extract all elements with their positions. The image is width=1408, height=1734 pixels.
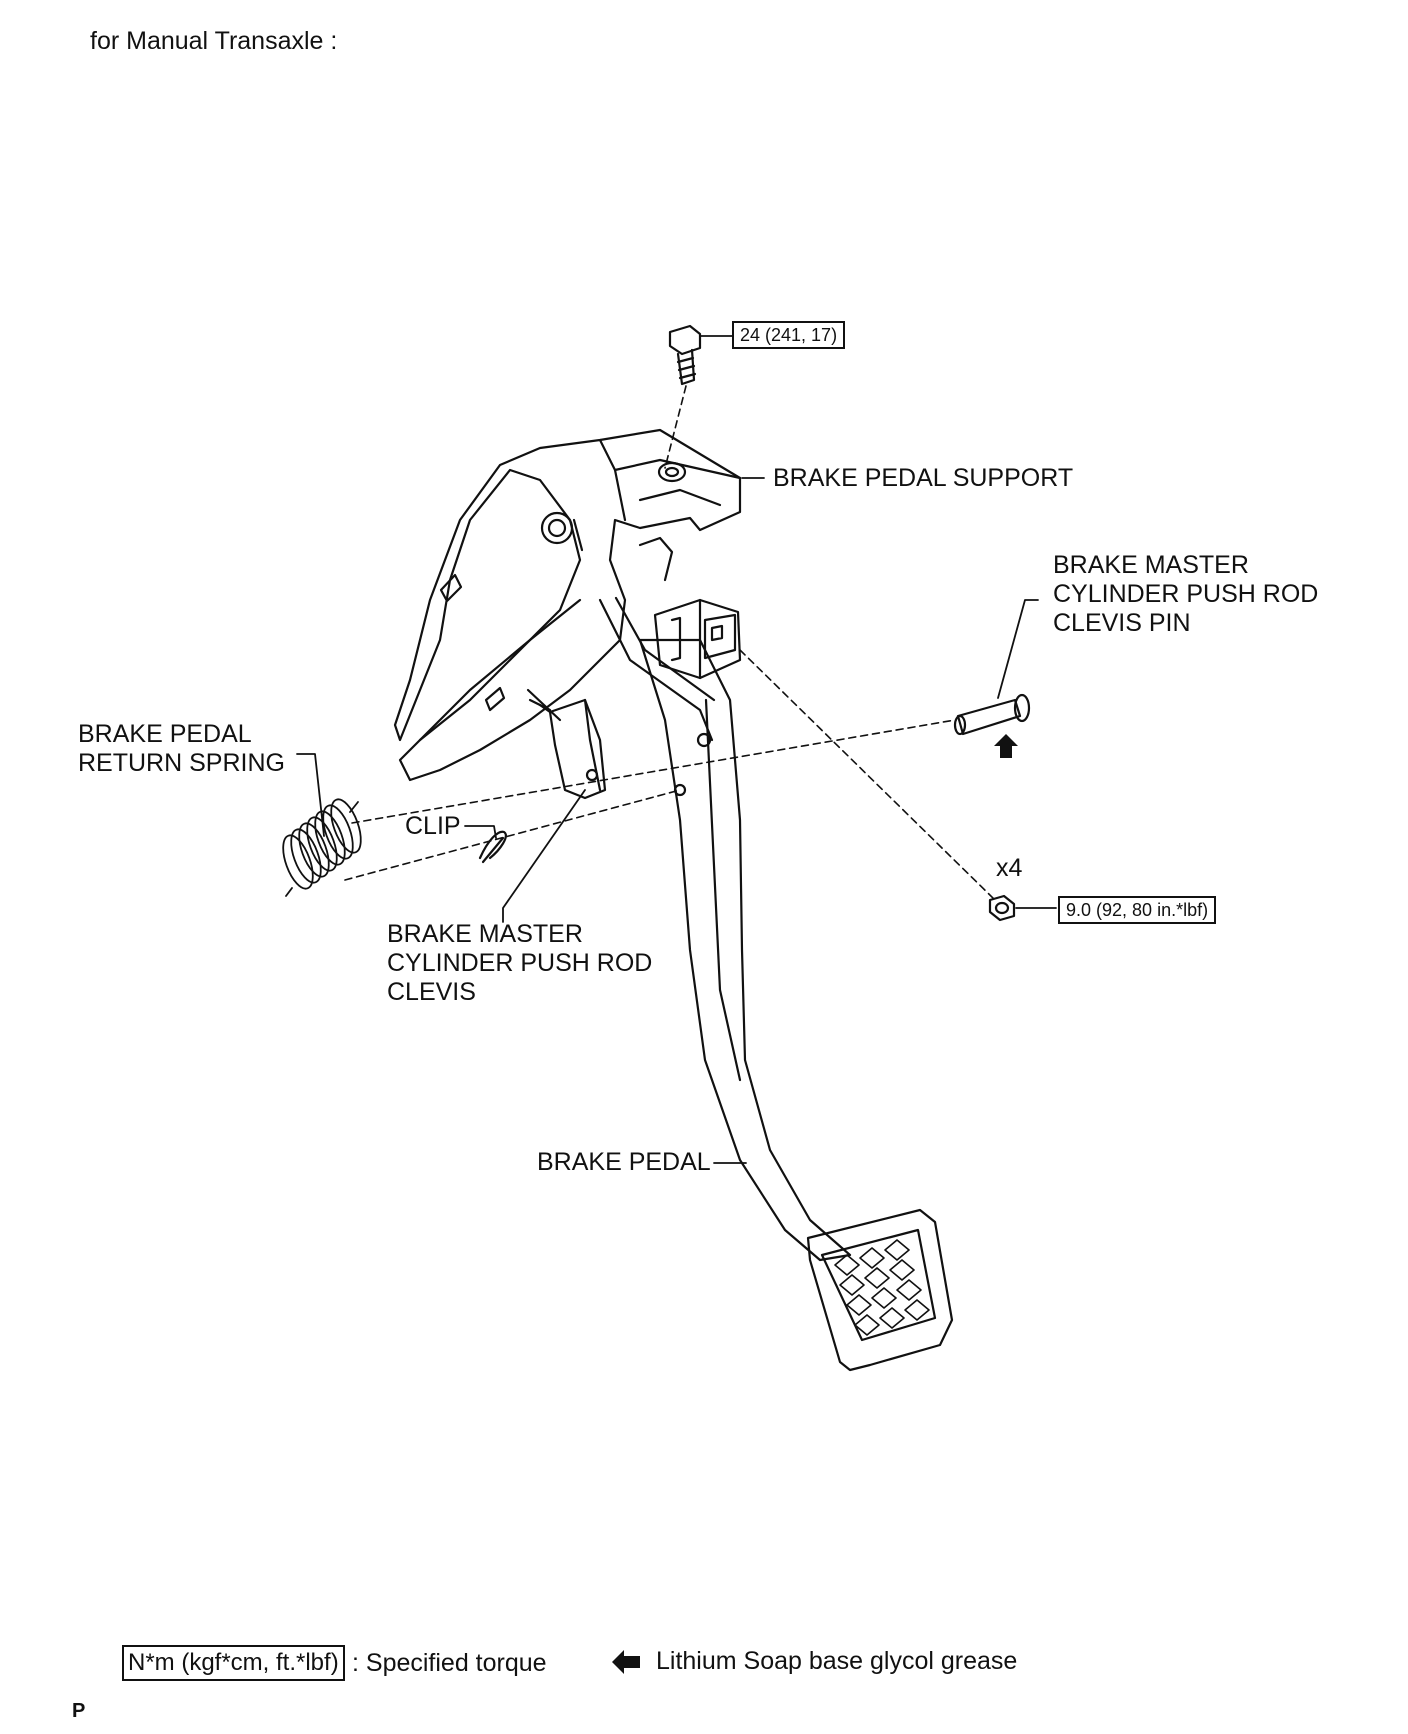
nut-torque-box: 9.0 (92, 80 in.*lbf)	[1058, 896, 1217, 924]
legend-grease-desc: Lithium Soap base glycol grease	[656, 1647, 1018, 1675]
grease-arrow-icon	[994, 734, 1018, 758]
label-nut-quantity: x4	[996, 854, 1023, 882]
label-brake-pedal-support: BRAKE PEDAL SUPPORT	[773, 464, 1074, 492]
return-spring-drawing	[282, 798, 362, 897]
page-title: for Manual Transaxle :	[90, 27, 338, 55]
label-return-spring: BRAKE PEDAL RETURN SPRING	[78, 720, 285, 777]
legend-torque-unit: N*m (kgf*cm, ft.*lbf)	[122, 1645, 345, 1681]
label-push-rod-clevis: BRAKE MASTER CYLINDER PUSH ROD CLEVIS	[387, 920, 653, 1006]
bolt-drawing	[668, 324, 702, 386]
label-clip: CLIP	[405, 812, 461, 840]
clip-drawing	[478, 830, 507, 864]
bolt-torque-box: 24 (241, 17)	[732, 321, 846, 349]
grease-arrow-icon	[612, 1650, 640, 1674]
clevis-pin-drawing	[953, 693, 1031, 736]
leader-lines	[296, 335, 1057, 1164]
nut-drawing	[988, 894, 1016, 922]
legend-torque-desc: : Specified torque	[352, 1649, 547, 1677]
brake-pedal-pad-drawing	[806, 1208, 954, 1372]
assembly-lines	[344, 385, 996, 901]
push-rod-clevis-drawing	[526, 688, 607, 800]
brake-pedal-support-drawing	[393, 428, 742, 782]
brake-pedal-drawing	[598, 596, 852, 1262]
label-brake-pedal: BRAKE PEDAL	[537, 1148, 711, 1176]
footer-code: P	[72, 1700, 86, 1722]
label-push-rod-clevis-pin: BRAKE MASTER CYLINDER PUSH ROD CLEVIS PI…	[1053, 551, 1319, 637]
